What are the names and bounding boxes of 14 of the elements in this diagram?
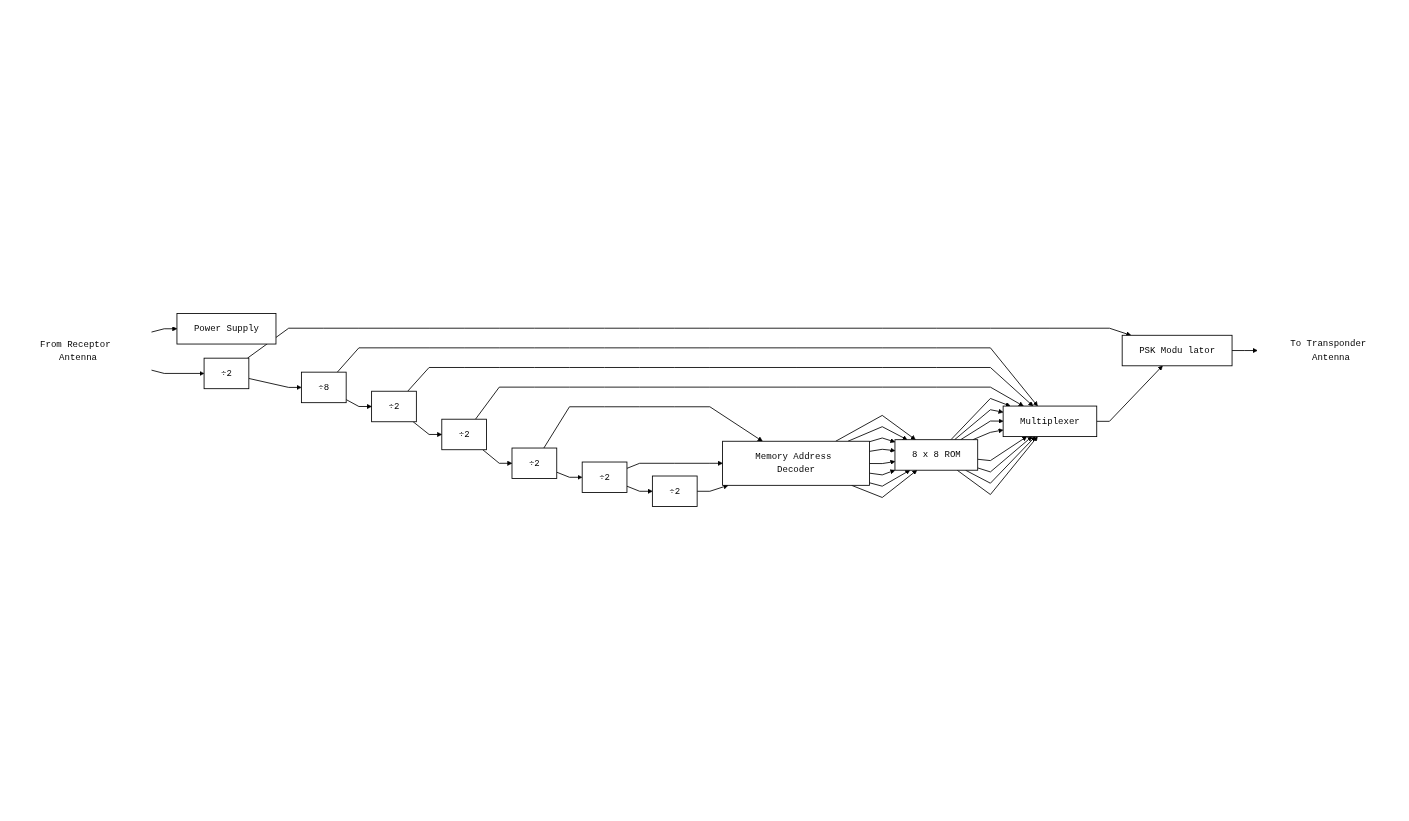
node-box: ÷2 <box>581 462 628 494</box>
node-box: Power Supply <box>176 313 277 345</box>
node-box: ÷2 <box>441 419 487 451</box>
node-box: ÷2 <box>651 476 698 508</box>
node-box: 8 x 8 ROM <box>894 439 979 472</box>
node-box: ÷2 <box>203 358 250 390</box>
node-box: Memory Address Decoder <box>722 441 870 487</box>
node-text: From Receptor Antenna <box>40 339 111 364</box>
node-box: ÷8 <box>300 372 347 404</box>
node-box: PSK Modu lator <box>1121 335 1233 367</box>
node-box: Multiplexer <box>1002 406 1098 438</box>
node-box: ÷2 <box>371 391 417 423</box>
node-text: To Transponder Antenna <box>1290 339 1367 363</box>
node-box: ÷2 <box>511 448 558 480</box>
